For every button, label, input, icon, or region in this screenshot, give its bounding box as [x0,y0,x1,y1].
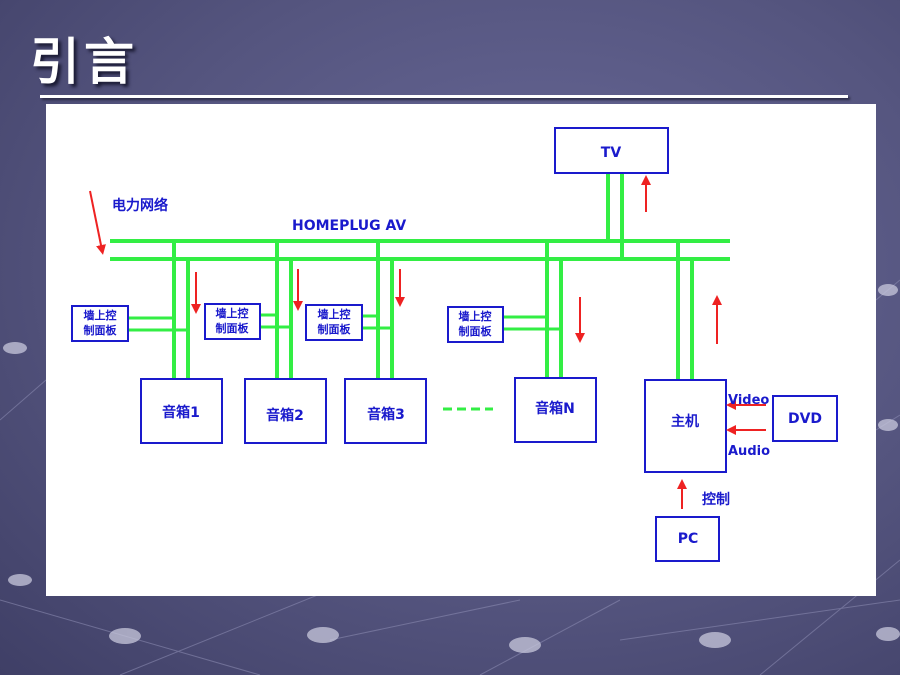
pc-label: PC [678,531,699,547]
video-label: Video [728,393,769,408]
wall-panel-4-line2: 制面板 [459,324,493,338]
control-label: 控制 [702,491,730,508]
bus-label: HOMEPLUG AV [292,218,406,234]
speaker-3-label: 音箱3 [367,406,405,423]
speaker-1-label: 音箱1 [162,404,200,421]
speaker-2-label: 音箱2 [266,407,304,424]
power-network-label: 电力网络 [112,197,168,214]
device-boxes [71,127,838,562]
powerline-bus [110,239,730,261]
wall-panel-1-line1: 墙上控 [84,308,117,322]
wall-panel-2-line2: 制面板 [216,321,250,335]
wall-panel-4-line1: 墙上控 [459,309,492,323]
network-diagram: 电力网络 HOMEPLUG AV TV 墙上控 制面板 墙上控 制面板 墙上控 … [71,127,838,562]
wall-panel-3-line1: 墙上控 [318,307,351,321]
wall-panel-1-line2: 制面板 [84,323,118,337]
wall-panel-links [128,313,561,332]
audio-label: Audio [728,444,770,459]
tv-label: TV [601,145,622,161]
bus-drops [172,174,694,380]
speaker-n-label: 音箱N [535,400,575,417]
slide-title: 引言 [30,32,138,91]
diagram-panel: 电力网络 HOMEPLUG AV TV 墙上控 制面板 墙上控 制面板 墙上控 … [46,104,876,596]
dvd-label: DVD [788,411,822,427]
host-label: 主机 [671,413,699,430]
title-underline [40,95,848,98]
wall-panel-2-line1: 墙上控 [216,306,249,320]
wall-panel-3-line2: 制面板 [318,322,352,336]
signal-arrows [89,175,766,509]
